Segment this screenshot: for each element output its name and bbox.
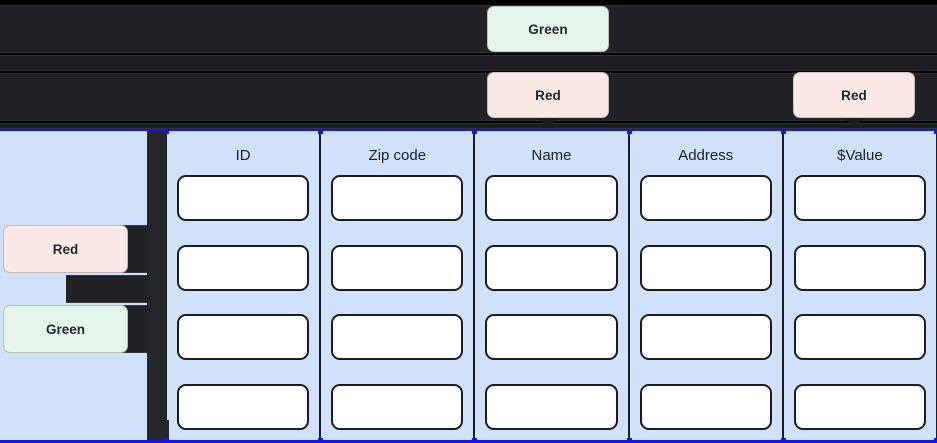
status-chip-red-right[interactable]: Red — [793, 72, 915, 118]
vertex-marker — [934, 438, 937, 443]
column-header: Name — [531, 147, 572, 164]
column-cells — [321, 175, 473, 440]
table-cell[interactable] — [485, 383, 618, 430]
column-header: ID — [235, 147, 251, 164]
table-cell[interactable] — [177, 244, 310, 291]
table-cell[interactable] — [331, 383, 464, 430]
sidebar-chip-label: Green — [45, 321, 86, 337]
column-cells — [630, 175, 782, 440]
table-cell[interactable] — [177, 314, 310, 361]
table-cell[interactable] — [793, 244, 927, 291]
vertex-marker — [626, 129, 632, 134]
vertical-divider — [147, 131, 166, 440]
table-cell[interactable] — [793, 383, 927, 430]
header-band-2 — [0, 73, 937, 121]
header-band-gap — [0, 55, 937, 71]
vertex-marker — [164, 438, 169, 443]
table-column-zip-code: Zip code — [318, 129, 475, 443]
status-chip-label: Red — [841, 87, 867, 103]
vertex-marker — [626, 438, 632, 443]
column-cells — [784, 175, 936, 440]
sidebar-chip-green[interactable]: Green — [3, 305, 128, 353]
table-cell[interactable] — [485, 175, 618, 221]
table-cell[interactable] — [331, 244, 464, 291]
sidebar-dark-block-2 — [66, 275, 150, 303]
table-column-address: Address — [626, 129, 783, 443]
column-header: Address — [678, 147, 734, 164]
status-chip-label: Green — [528, 21, 568, 37]
column-cells — [167, 175, 319, 440]
status-chip-red-middle[interactable]: Red — [487, 72, 609, 118]
vertex-marker — [934, 129, 937, 134]
arrow-down-icon — [539, 119, 557, 128]
sidebar-chip-label: Red — [52, 241, 79, 257]
table-cell[interactable] — [793, 175, 927, 221]
header-band-3 — [0, 123, 937, 129]
table-cell[interactable] — [793, 314, 927, 361]
arrow-down-icon — [845, 119, 863, 128]
table-cell[interactable] — [331, 175, 464, 221]
column-header: Zip code — [368, 147, 427, 164]
table-cell[interactable] — [177, 383, 310, 430]
status-chip-label: Red — [535, 87, 561, 103]
table-column-name: Name — [472, 129, 629, 443]
header-band-1 — [0, 5, 937, 53]
table-cell[interactable] — [177, 175, 310, 221]
table-column-value: $Value — [780, 129, 937, 443]
sidebar-chip-red[interactable]: Red — [3, 225, 128, 273]
table-cell[interactable] — [485, 314, 618, 361]
vertex-marker — [318, 438, 324, 443]
vertex-marker — [780, 129, 786, 134]
vertex-marker — [164, 129, 169, 134]
table-cell[interactable] — [485, 244, 618, 291]
column-cells — [475, 175, 627, 440]
table-cell[interactable] — [639, 244, 772, 291]
vertex-marker — [472, 438, 478, 443]
table-cell[interactable] — [639, 383, 772, 430]
table-columns: ID Zip code — [164, 129, 937, 443]
vertex-marker — [472, 129, 478, 134]
table-column-id: ID — [164, 129, 321, 443]
table-cell[interactable] — [331, 314, 464, 361]
table-cell[interactable] — [639, 314, 772, 361]
vertex-marker — [780, 438, 786, 443]
vertex-marker — [318, 129, 324, 134]
corner-block — [148, 420, 169, 440]
status-chip-green-top[interactable]: Green — [487, 6, 609, 52]
content-panel: Red Green ID — [0, 129, 937, 443]
column-header: $Value — [837, 147, 883, 164]
table-cell[interactable] — [639, 175, 772, 221]
sidebar: Red Green — [0, 131, 150, 440]
